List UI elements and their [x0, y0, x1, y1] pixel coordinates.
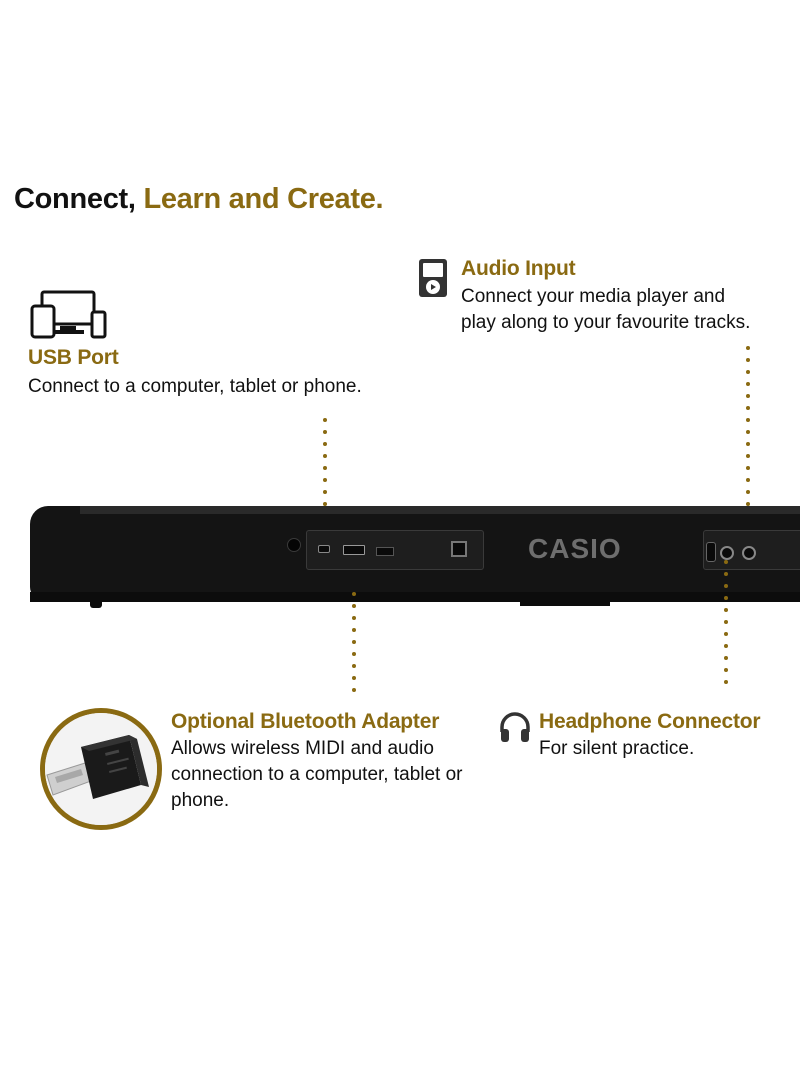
devices-icon [30, 290, 110, 340]
bluetooth-desc-line2: connection to a computer, tablet or [171, 764, 463, 785]
bluetooth-connector-line [352, 592, 356, 700]
headphone-connector-line [724, 560, 728, 692]
headphone-title: Headphone Connector [539, 710, 761, 733]
bluetooth-desc-line1: Allows wireless MIDI and audio [171, 738, 434, 759]
keyboard-top-edge [80, 506, 800, 514]
headphones-icon [498, 710, 532, 744]
bluetooth-desc-line3: phone. [171, 790, 230, 811]
keyboard-foot-bar [520, 600, 610, 606]
bluetooth-title: Optional Bluetooth Adapter [171, 710, 440, 733]
volume-knob [706, 542, 716, 562]
audio-desc-line1: Connect your media player and [461, 286, 726, 307]
usb-title: USB Port [28, 346, 119, 369]
usb-desc: Connect to a computer, tablet or phone. [28, 376, 362, 397]
headphone-desc: For silent practice. [539, 738, 695, 759]
screw-hole [287, 538, 301, 552]
audio-in-jack [742, 546, 756, 560]
casio-logo: CASIO [528, 533, 622, 564]
power-jack [451, 541, 467, 557]
bluetooth-usb-port [343, 545, 365, 555]
headline-part2: Learn and Create. [143, 183, 384, 215]
headline-part1: Connect, [14, 183, 136, 215]
headphone-jack [720, 546, 734, 560]
usb-port [318, 545, 330, 553]
bluetooth-adapter-image [40, 708, 162, 830]
page-title: Connect, Learn and Create. [14, 183, 384, 216]
switch [376, 547, 394, 556]
keyboard-bottom-edge [30, 592, 800, 602]
media-player-icon [418, 258, 448, 298]
audio-desc-line2: play along to your favourite tracks. [461, 312, 751, 333]
audio-title: Audio Input [461, 257, 576, 280]
keyboard-foot [90, 600, 102, 608]
